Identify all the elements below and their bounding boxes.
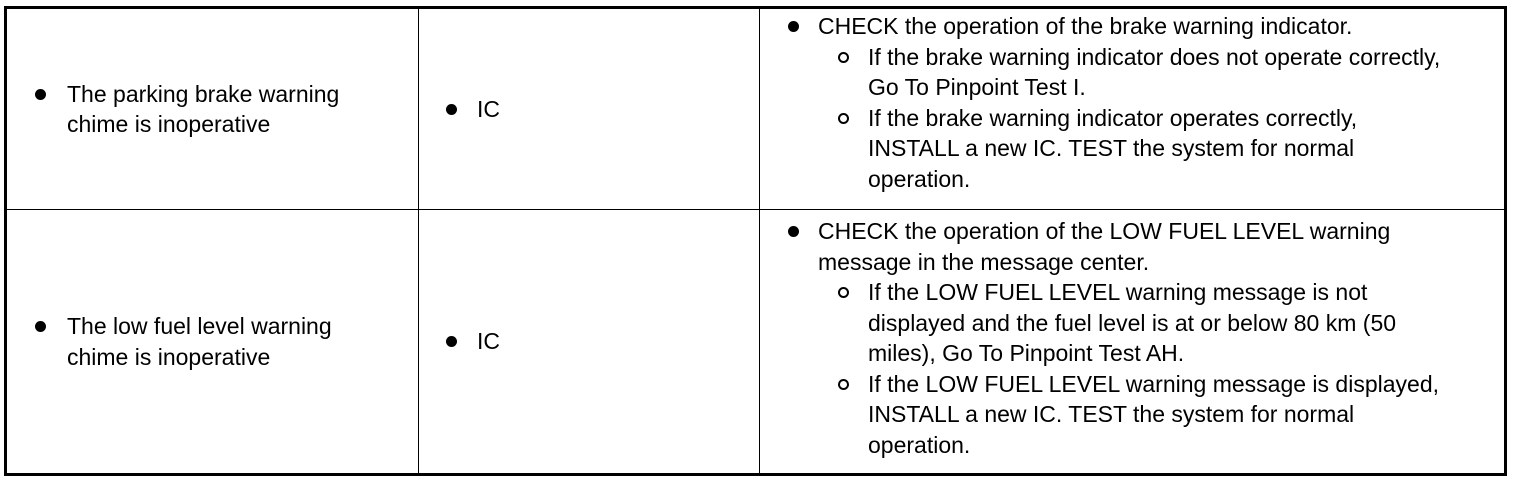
action-sub-item: If the LOW FUEL LEVEL warning message is… bbox=[818, 369, 1492, 461]
action-sub-line: If the brake warning indicator does not … bbox=[868, 43, 1441, 70]
condition-line: chime is inoperative bbox=[67, 343, 271, 370]
action-sub-line: operation. bbox=[868, 165, 971, 192]
action-main-line: CHECK the operation of the brake warning… bbox=[818, 13, 1353, 39]
action-sub-line: miles), Go To Pinpoint Test AH. bbox=[868, 340, 1185, 366]
table-row: The parking brake warning chime is inope… bbox=[5, 7, 1506, 210]
bullet-disc-icon bbox=[788, 226, 799, 237]
bullet-disc-icon bbox=[446, 103, 457, 115]
bullet-disc-icon bbox=[446, 336, 457, 348]
bullet-disc-icon bbox=[35, 321, 46, 332]
action-sub-item: If the LOW FUEL LEVEL warning message is… bbox=[818, 277, 1492, 369]
bullet-ring-icon bbox=[838, 51, 849, 63]
condition-line: The low fuel level warning bbox=[67, 313, 332, 339]
condition-line: The parking brake warning bbox=[67, 80, 340, 107]
bullet-ring-icon bbox=[838, 287, 849, 298]
action-main-line: CHECK the operation of the LOW FUEL LEVE… bbox=[818, 218, 1391, 244]
bullet-ring-icon bbox=[838, 112, 849, 124]
action-sub-line: operation. bbox=[868, 431, 971, 458]
source-label: IC bbox=[477, 328, 500, 355]
table-row: The low fuel level warning chime is inop… bbox=[5, 209, 1506, 475]
action-cell: CHECK the operation of the brake warning… bbox=[759, 7, 1506, 210]
action-sub-line: INSTALL a new IC. TEST the system for no… bbox=[868, 401, 1355, 427]
action-main-line: message in the message center. bbox=[818, 248, 1150, 275]
action-main: CHECK the operation of the brake warning… bbox=[788, 11, 1492, 42]
bullet-disc-icon bbox=[35, 88, 46, 100]
bullet-ring-icon bbox=[838, 378, 849, 390]
action-sub-line: If the LOW FUEL LEVEL warning message is… bbox=[868, 370, 1440, 397]
bullet-disc-icon bbox=[788, 21, 799, 32]
action-sub-item: If the brake warning indicator operates … bbox=[818, 103, 1492, 195]
diagnostic-table: The parking brake warning chime is inope… bbox=[4, 6, 1507, 476]
source-cell: IC bbox=[418, 7, 760, 210]
condition-cell: The low fuel level warning chime is inop… bbox=[5, 209, 419, 475]
action-main: CHECK the operation of the LOW FUEL LEVE… bbox=[788, 216, 1492, 277]
condition-cell: The parking brake warning chime is inope… bbox=[5, 7, 419, 210]
action-sub-line: INSTALL a new IC. TEST the system for no… bbox=[868, 135, 1355, 161]
action-sub-line: If the brake warning indicator operates … bbox=[868, 104, 1358, 131]
action-sub-item: If the brake warning indicator does not … bbox=[818, 42, 1492, 103]
source-cell: IC bbox=[418, 209, 760, 475]
action-sub-line: If the LOW FUEL LEVEL warning message is… bbox=[868, 279, 1368, 305]
action-cell: CHECK the operation of the LOW FUEL LEVE… bbox=[759, 209, 1506, 475]
action-sub-line: Go To Pinpoint Test I. bbox=[868, 74, 1086, 100]
action-sub-line: displayed and the fuel level is at or be… bbox=[868, 309, 1397, 336]
condition-line: chime is inoperative bbox=[67, 111, 271, 137]
action-sub-list: If the LOW FUEL LEVEL warning message is… bbox=[818, 277, 1492, 460]
source-label: IC bbox=[477, 95, 500, 122]
action-sub-list: If the brake warning indicator does not … bbox=[818, 42, 1492, 195]
